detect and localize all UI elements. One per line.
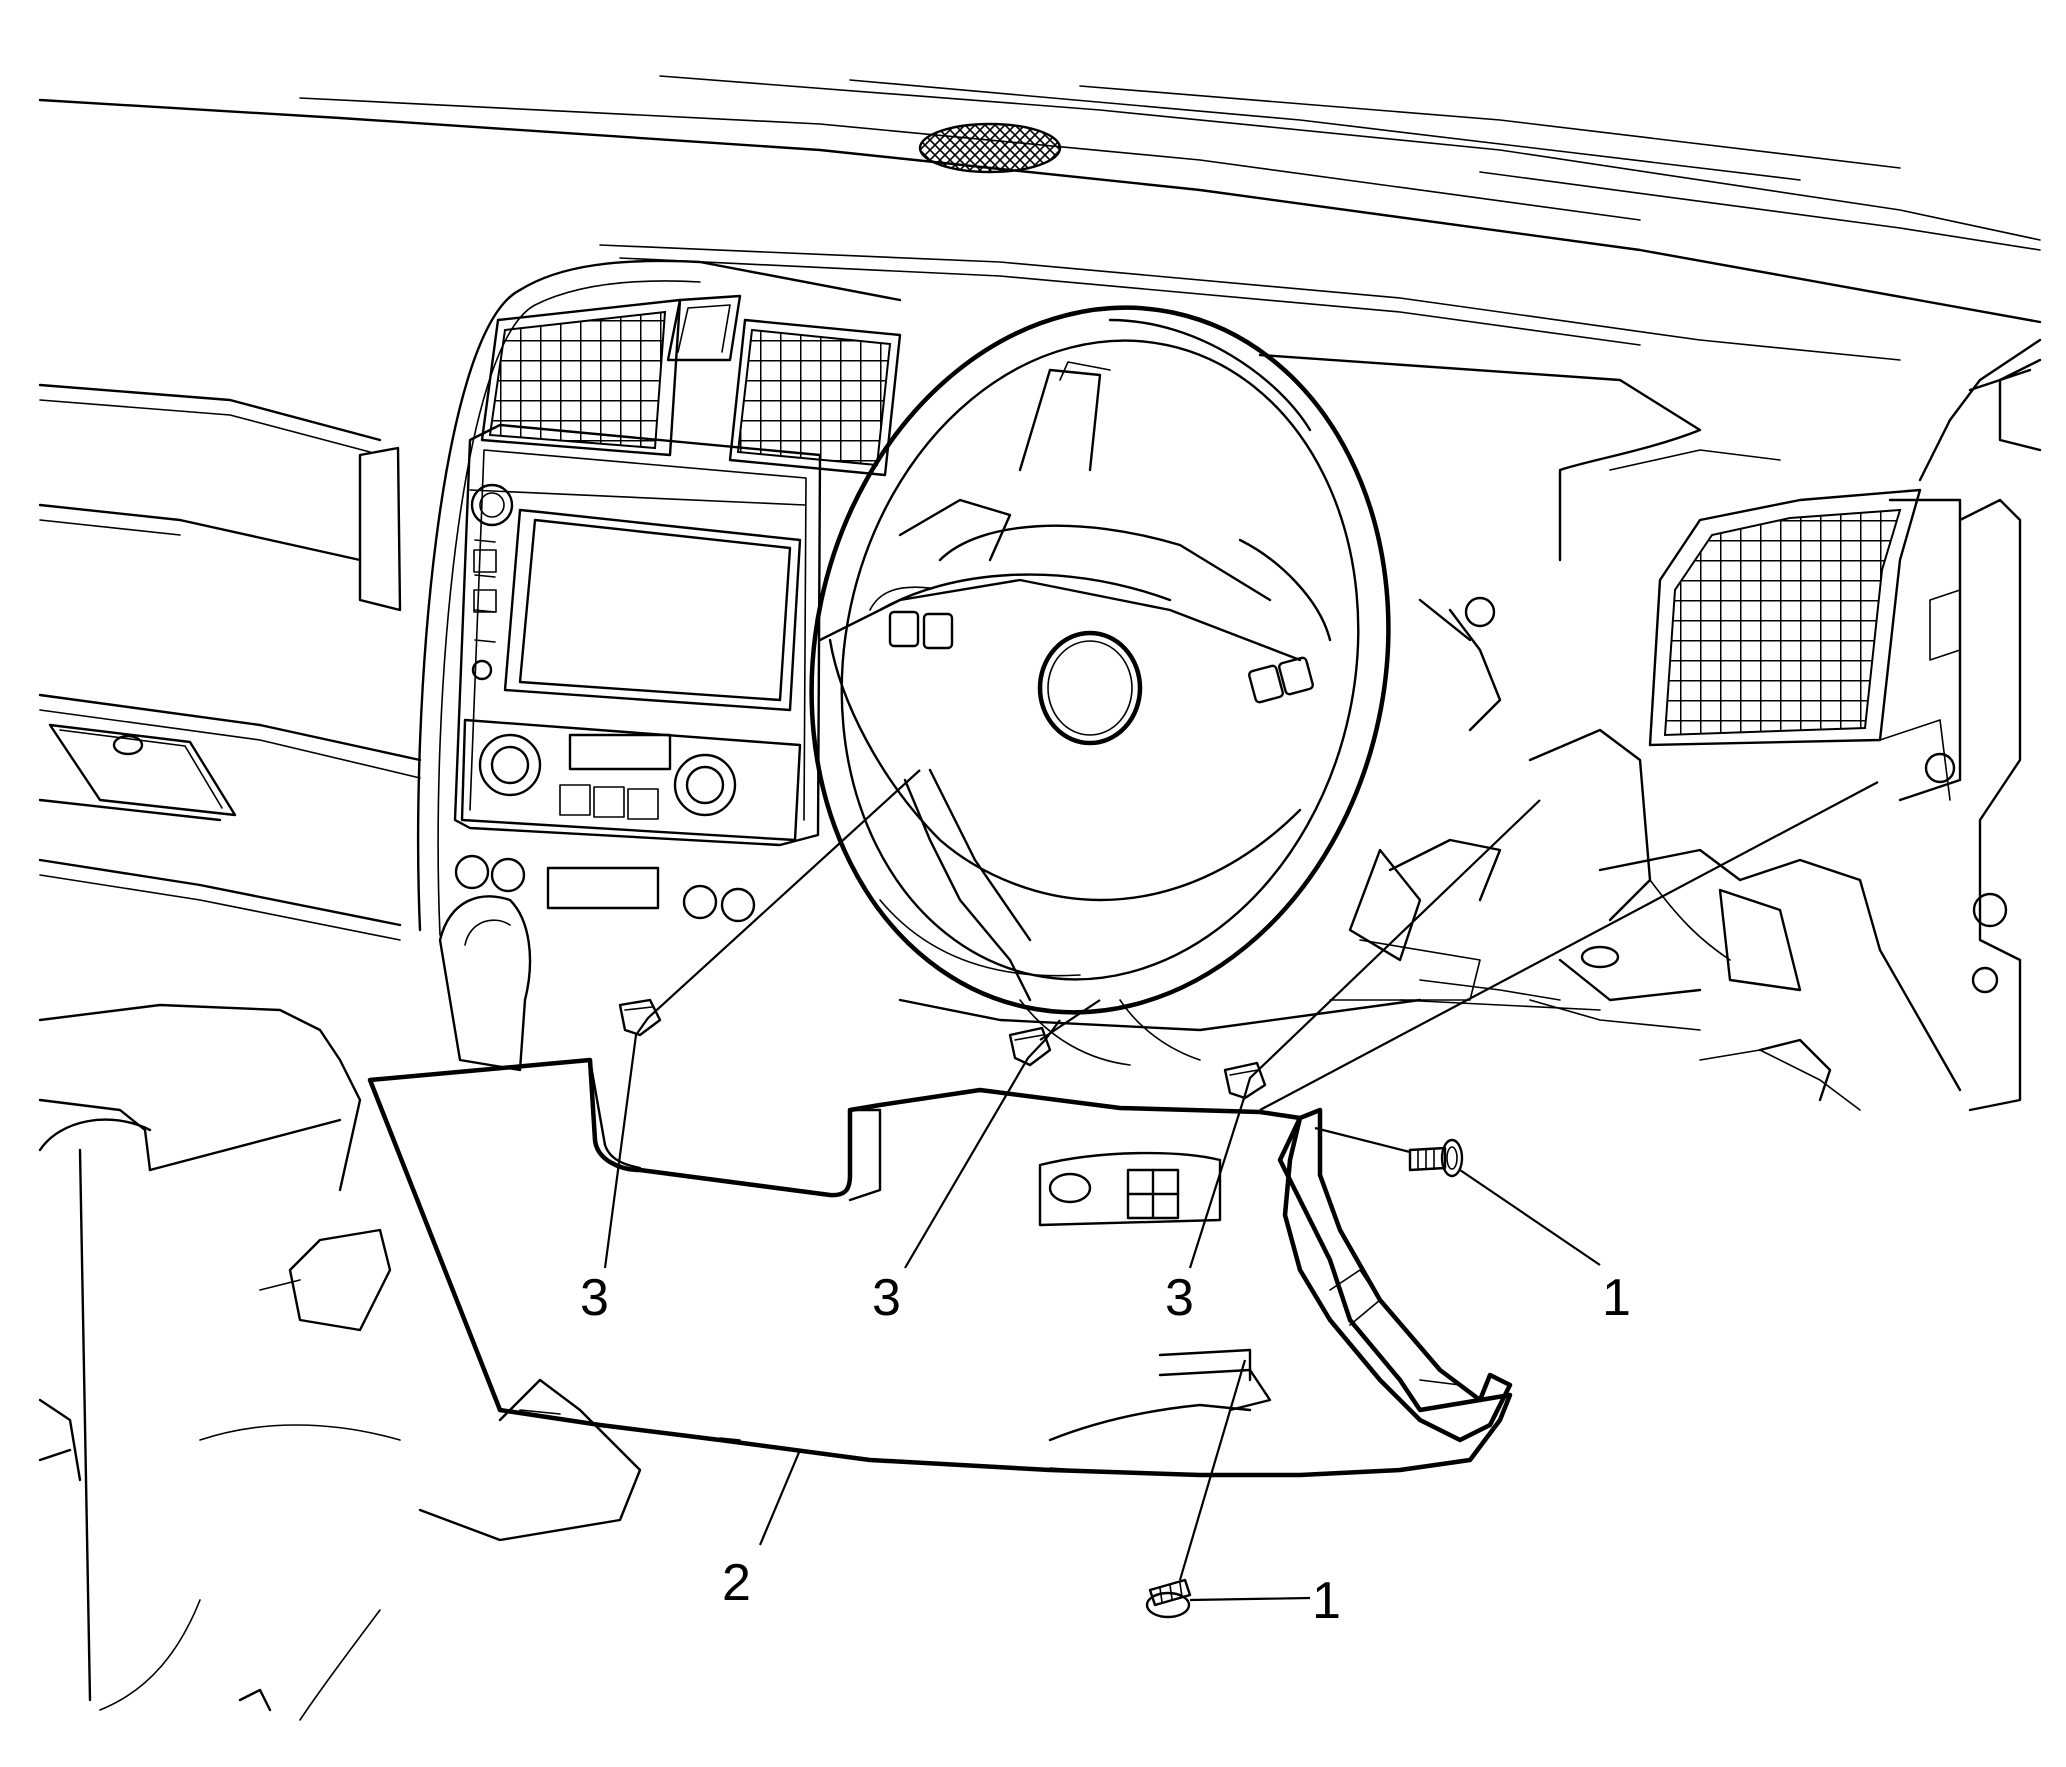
- radio-display: [469, 483, 806, 712]
- callout-label-knee-bolster: 2: [722, 1554, 751, 1612]
- leader-fastener-right-ext: [1314, 1126, 1411, 1154]
- callout-label-retainer-left: 3: [580, 1269, 609, 1327]
- floor-console: [38, 895, 642, 1721]
- glovebox-handle: [48, 723, 237, 817]
- callout-label-retainer-center: 3: [872, 1269, 901, 1327]
- callout-label-fastener-lower: 1: [1312, 1572, 1341, 1630]
- leader-retainer-center-ext: [1039, 999, 1101, 1041]
- leader-fastener-right: [1459, 1169, 1601, 1266]
- center-stack: [416, 259, 902, 936]
- leader-fastener-lower-ext: [1178, 1359, 1247, 1581]
- lower-dash: [898, 838, 1601, 1066]
- defroster-grille: [918, 122, 1062, 174]
- steering-column: [903, 596, 1502, 1002]
- steering-switch-right: [1248, 656, 1314, 704]
- outboard-vent: [1648, 488, 1922, 747]
- horn-pad: [1037, 630, 1143, 746]
- knee-bolster-panel: [367, 1057, 1513, 1478]
- dashboard-left: [38, 383, 422, 941]
- leader-retainer-right-ext: [1259, 781, 1879, 1111]
- retainer-clip-center: [1008, 1026, 1052, 1067]
- fastener-right: [1408, 1138, 1464, 1178]
- leader-fastener-lower: [1189, 1596, 1311, 1602]
- knee-bolster-lower-tab: [1158, 1348, 1252, 1382]
- retainer-clip-right: [1223, 1061, 1267, 1100]
- steering-switch-left: [869, 586, 954, 650]
- callout-labels: 3 3 3 1 1 2: [580, 1269, 1631, 1630]
- center-display-upper: [666, 294, 742, 362]
- climate-control-panel: [454, 718, 802, 923]
- retainer-clip-left: [618, 998, 662, 1037]
- center-vent-left: [480, 298, 682, 457]
- knee-bolster-switch-bezel: [1038, 1151, 1222, 1227]
- dashboard-right: [1258, 338, 2042, 562]
- dashboard-top: [38, 75, 2042, 361]
- fastener-lower: [1145, 1578, 1192, 1619]
- instrument-panel-carrier: [1348, 498, 2022, 1112]
- callout-label-fastener-right: 1: [1602, 1269, 1631, 1327]
- leader-retainer-left: [603, 769, 921, 1269]
- leader-retainer-center: [904, 1019, 1061, 1269]
- knee-bolster-side-bracket: [1282, 1107, 1513, 1443]
- leader-knee-bolster: [758, 1449, 802, 1546]
- leader-retainer-right: [1188, 799, 1541, 1269]
- center-vent-right: [728, 318, 902, 477]
- callout-leaders: [603, 769, 1879, 1602]
- callout-label-retainer-right: 3: [1165, 1269, 1194, 1327]
